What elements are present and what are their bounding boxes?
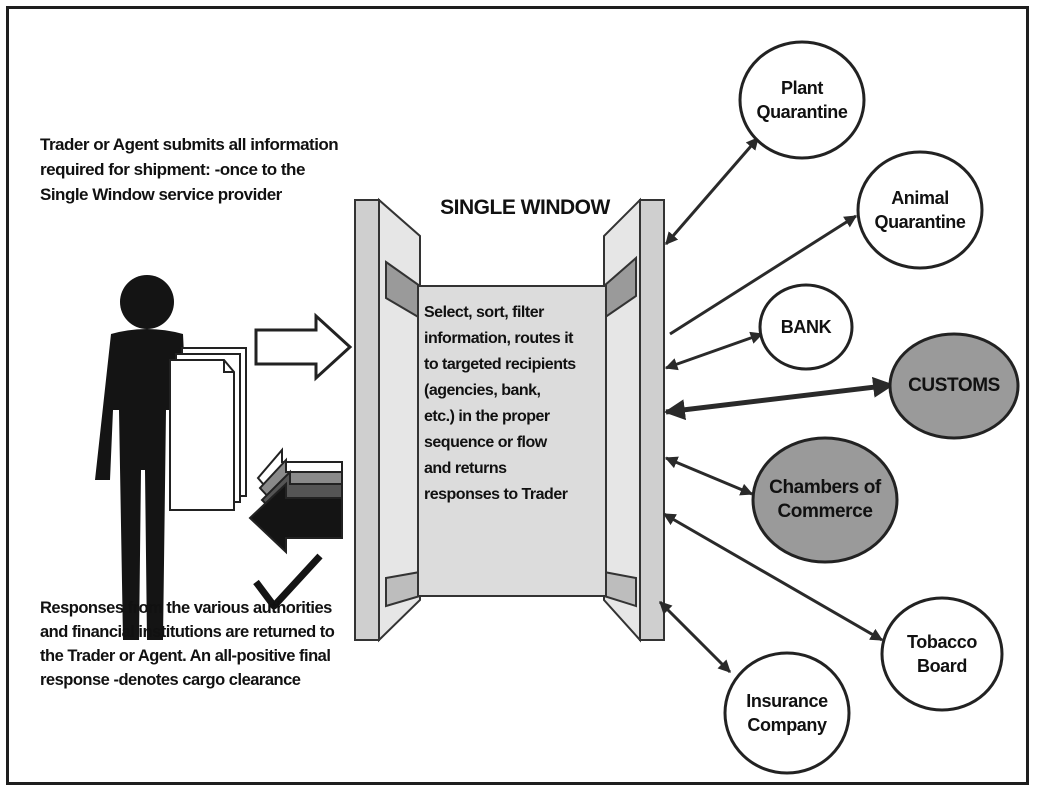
- outer-border: [6, 6, 1029, 785]
- documents-icon: [169, 347, 247, 511]
- submit-arrow-icon: [254, 312, 353, 382]
- animal-quarantine-label: Animal Quarantine: [874, 188, 966, 232]
- agency-circles: [723, 40, 1020, 775]
- chambers-of-commerce-circle: [751, 436, 899, 564]
- animal-quarantine-circle: [856, 150, 984, 270]
- single-window-title: SINGLE WINDOW: [440, 196, 610, 219]
- plant-quarantine-circle: [738, 40, 866, 160]
- customs-circle: [888, 332, 1020, 440]
- connector-chambers: [664, 456, 754, 496]
- connector-plant-quarantine: [664, 137, 760, 245]
- connector-animal-quarantine: [669, 214, 858, 336]
- chambers-of-commerce-label: Chambers of Commerce: [769, 477, 881, 522]
- connector-tobacco: [662, 512, 884, 642]
- responses-text: Responses from the various authorities a…: [40, 599, 335, 689]
- panel-text: Select, sort, filter information, routes…: [424, 304, 576, 503]
- intro-text: Trader or Agent submits all information …: [40, 135, 339, 204]
- checkmark-icon: [253, 553, 323, 610]
- single-window-frame: [354, 197, 665, 643]
- connectors: [658, 137, 895, 674]
- response-arrows-icon: [248, 447, 343, 555]
- bank-circle: [758, 283, 854, 371]
- customs-label: CUSTOMS: [908, 375, 1000, 396]
- trader-figure-icon: [95, 275, 190, 640]
- connector-customs: [663, 376, 895, 421]
- tobacco-board-label: Tobacco Board: [907, 632, 977, 676]
- insurance-company-circle: [723, 651, 851, 775]
- insurance-company-label: Insurance Company: [746, 691, 828, 735]
- connector-bank: [664, 331, 764, 371]
- bank-label: BANK: [780, 317, 832, 337]
- plant-quarantine-label: Plant Quarantine: [756, 78, 848, 122]
- connector-insurance: [658, 600, 732, 674]
- tobacco-board-circle: [880, 596, 1004, 712]
